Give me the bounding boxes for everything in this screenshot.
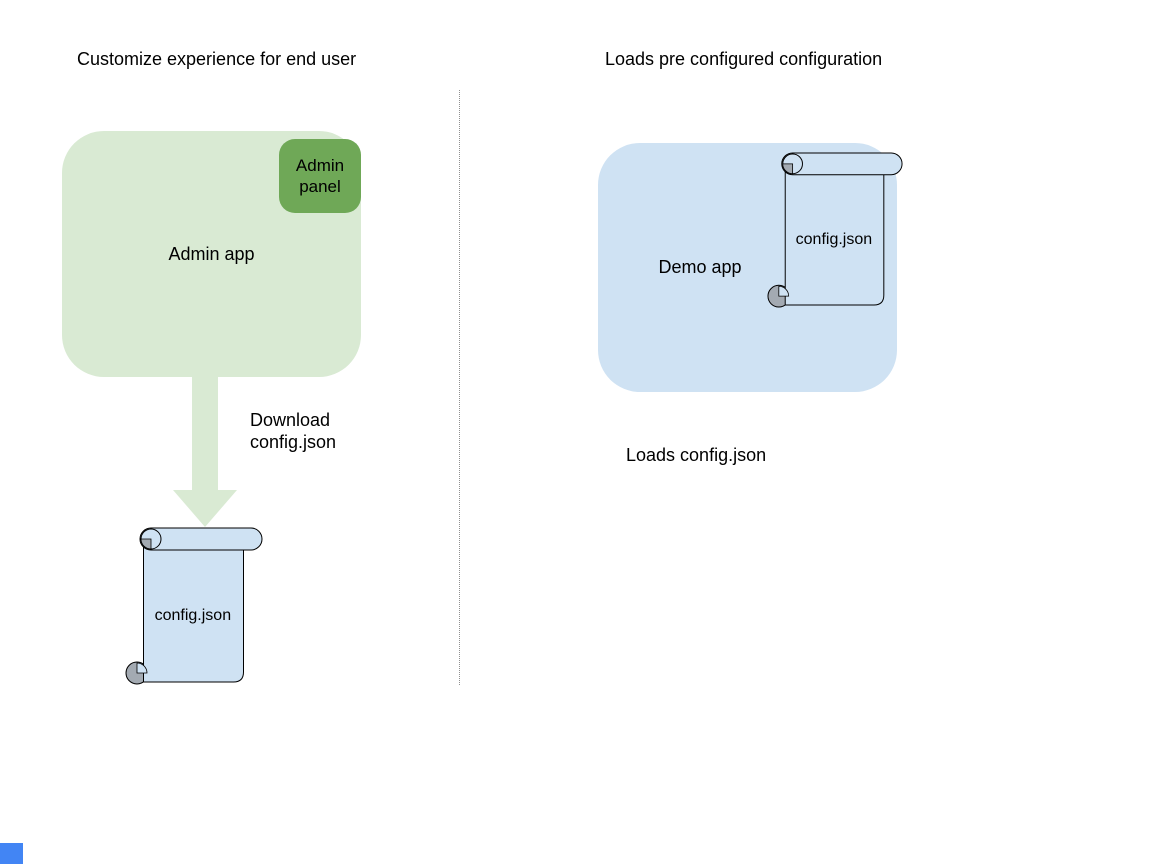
admin-app-label: Admin app	[168, 243, 255, 264]
config-file-label: config.json	[154, 607, 232, 625]
blue-corner-square	[0, 843, 23, 864]
config-file-scroll-right: config.json	[766, 151, 906, 309]
loads-config-caption: Loads config.json	[626, 445, 767, 465]
config-file-label: config.json	[795, 231, 873, 249]
admin-panel-box: Admin panel	[279, 139, 361, 213]
scroll-icon	[125, 527, 263, 685]
admin-app-box: Admin app Admin panel	[62, 131, 361, 377]
scroll-icon	[767, 152, 903, 308]
admin-panel-label: Admin panel	[295, 156, 345, 196]
download-arrow-icon	[173, 377, 237, 527]
demo-app-label: Demo app	[658, 257, 742, 277]
left-section-title: Customize experience for end user	[77, 49, 357, 69]
download-arrow-label: Download config.json	[250, 410, 337, 452]
config-file-scroll-left: config.json	[124, 526, 266, 686]
right-section-title: Loads pre configured configuration	[605, 49, 883, 69]
section-divider	[459, 90, 460, 685]
